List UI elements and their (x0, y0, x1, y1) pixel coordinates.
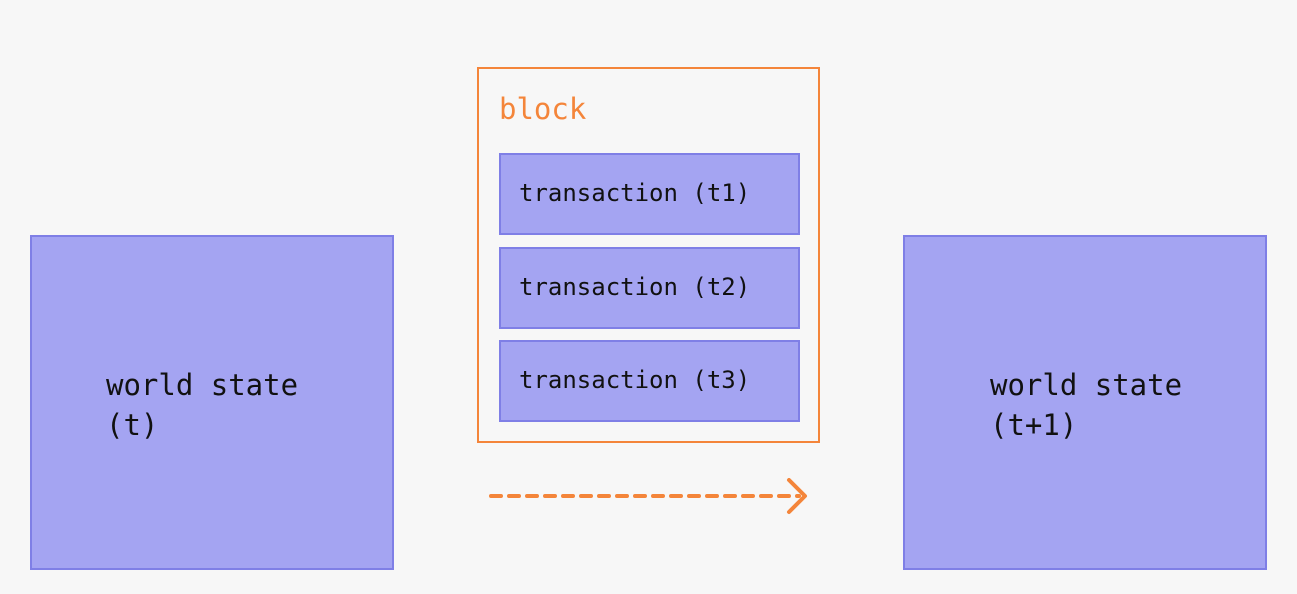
transaction-t2-label: transaction (t2) (519, 273, 751, 301)
transaction-t1-label: transaction (t1) (519, 179, 751, 207)
transaction-t3-label: transaction (t3) (519, 366, 751, 394)
world-state-t-plus-1-line2: (t+1) (990, 408, 1078, 442)
world-state-t-line2: (t) (106, 408, 159, 442)
transaction-t1-box: transaction (t1) (499, 153, 800, 235)
block-container: block transaction (t1) transaction (t2) … (477, 67, 820, 443)
block-label: block (499, 92, 587, 126)
world-state-t-box: world state (t) (30, 235, 394, 570)
world-state-t-line1: world state (106, 368, 299, 402)
world-state-t-plus-1-line1: world state (990, 368, 1183, 402)
transaction-t3-box: transaction (t3) (499, 340, 800, 422)
world-state-t-plus-1-box: world state (t+1) (903, 235, 1267, 570)
world-state-t-plus-1-label: world state (t+1) (990, 365, 1182, 445)
dashed-right-arrow-icon (489, 478, 807, 514)
transaction-t2-box: transaction (t2) (499, 247, 800, 329)
world-state-t-label: world state (t) (106, 365, 298, 445)
